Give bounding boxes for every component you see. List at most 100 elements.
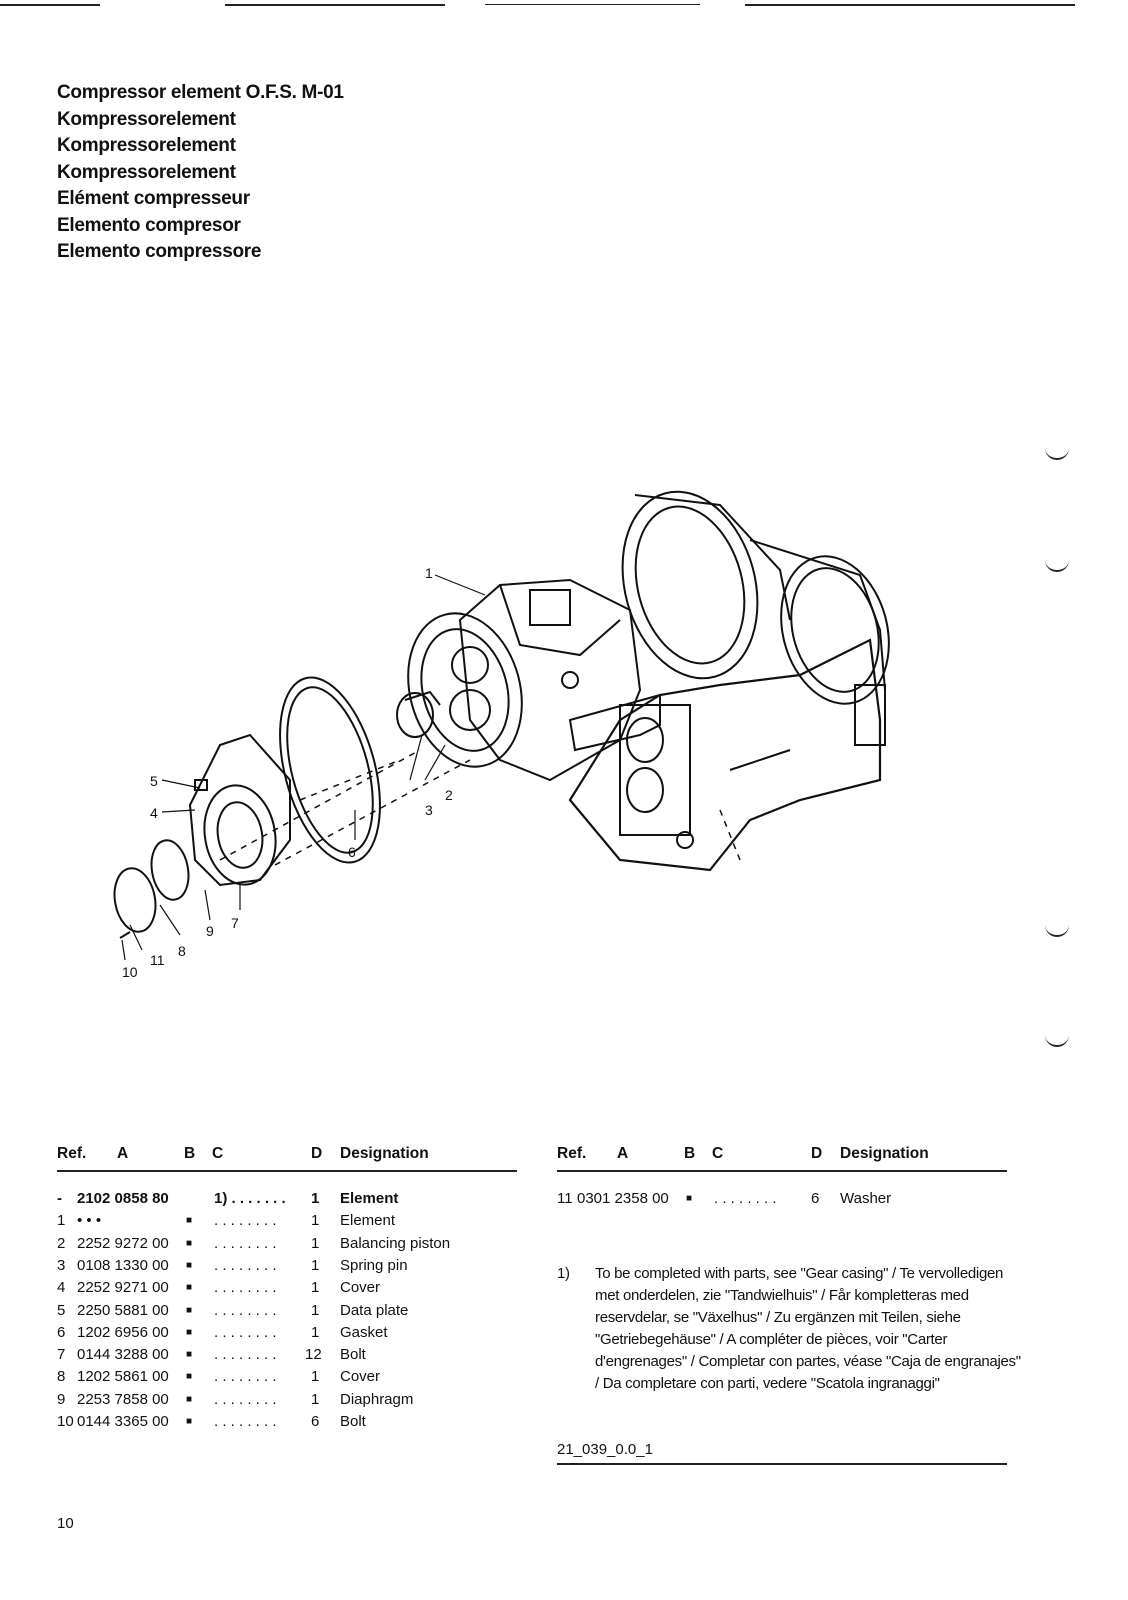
row-part-number: 0144 3365 00 bbox=[77, 1413, 169, 1430]
row-designation: Washer bbox=[840, 1190, 892, 1207]
row-part-number: • • • bbox=[77, 1212, 102, 1230]
row-b-mark: ■ bbox=[186, 1416, 193, 1427]
row-designation: Bolt bbox=[340, 1346, 366, 1364]
row-part-number: 2252 9272 00 bbox=[77, 1234, 169, 1252]
row-designation: Spring pin bbox=[340, 1256, 408, 1274]
title-english: Compressor element O.F.S. M-01 bbox=[57, 82, 344, 103]
row-c-dots: . . . . . . . . bbox=[214, 1323, 277, 1341]
row-b-mark: ■ bbox=[186, 1304, 193, 1316]
row-part-number: 2252 9271 00 bbox=[77, 1279, 169, 1297]
left-header-c: C bbox=[212, 1145, 224, 1162]
row-b-mark: ■ bbox=[186, 1371, 193, 1383]
callout-8: 8 bbox=[178, 943, 186, 959]
row-quantity: 1 bbox=[311, 1190, 320, 1207]
row-c-dots: . . . . . . . . bbox=[214, 1256, 277, 1274]
row-c-dots: . . . . . . . . bbox=[214, 1234, 277, 1252]
title-spanish: Elemento compresor bbox=[57, 214, 241, 236]
left-header-a: A bbox=[117, 1145, 129, 1162]
right-header-ref: Ref. bbox=[557, 1145, 587, 1162]
row-ref: 6 bbox=[57, 1323, 66, 1341]
callout-2: 2 bbox=[445, 787, 453, 803]
row-c-dots: . . . . . . . . bbox=[214, 1212, 277, 1230]
right-header-rule bbox=[557, 1170, 1007, 1172]
row-designation: Data plate bbox=[340, 1301, 409, 1319]
row-ref: 7 bbox=[57, 1346, 66, 1364]
right-header-designation: Designation bbox=[840, 1145, 929, 1162]
callout-3: 3 bbox=[425, 802, 433, 818]
row-c-dots: . . . . . . . . bbox=[214, 1390, 277, 1408]
row-b-mark: ■ bbox=[186, 1393, 193, 1405]
binding-mark bbox=[1045, 560, 1069, 572]
row-b-mark: ■ bbox=[186, 1215, 193, 1227]
right-header-c: C bbox=[712, 1145, 724, 1162]
row-ref: 11 bbox=[557, 1190, 573, 1207]
row-part-number: 0144 3288 00 bbox=[77, 1346, 169, 1364]
binding-mark bbox=[1045, 1035, 1069, 1047]
row-ref: 1 bbox=[57, 1212, 66, 1230]
row-designation: Bolt bbox=[340, 1413, 366, 1430]
row-designation: Diaphragm bbox=[340, 1390, 414, 1408]
row-part-number: 2253 7858 00 bbox=[77, 1390, 169, 1408]
callout-10: 10 bbox=[122, 964, 138, 980]
callout-4: 4 bbox=[150, 805, 158, 821]
top-rule-1 bbox=[0, 4, 100, 6]
document-code: 21_039_0.0_1 bbox=[557, 1441, 653, 1458]
page-number: 10 bbox=[57, 1515, 74, 1532]
row-designation: Cover bbox=[340, 1368, 381, 1386]
title-block: Compressor element O.F.S. M-01 Kompresso… bbox=[57, 80, 344, 266]
row-designation: Element bbox=[340, 1190, 399, 1207]
callout-7: 7 bbox=[231, 915, 239, 931]
gasket-part bbox=[279, 676, 381, 864]
row-c-dots: . . . . . . . . bbox=[714, 1190, 777, 1207]
row-part-number: 1202 5861 00 bbox=[77, 1368, 169, 1386]
compressor-element-body bbox=[407, 578, 642, 782]
footnote-text: To be completed with parts, see "Gear ca… bbox=[595, 1265, 1021, 1392]
row-part-number: 2102 0858 80 bbox=[77, 1190, 169, 1207]
row-quantity: 1 bbox=[311, 1368, 320, 1386]
row-b-mark: ■ bbox=[686, 1193, 693, 1204]
row-c-dots: . . . . . . . . bbox=[214, 1413, 277, 1430]
row-b-mark: ■ bbox=[186, 1237, 193, 1249]
title-german: Kompressorelement bbox=[57, 161, 236, 183]
right-header-d: D bbox=[811, 1145, 823, 1162]
left-header-b: B bbox=[184, 1145, 196, 1162]
diaphragm-part bbox=[150, 839, 190, 901]
row-quantity: 1 bbox=[311, 1234, 320, 1252]
footnote-number: 1) bbox=[557, 1265, 570, 1282]
row-ref: 10 bbox=[57, 1413, 74, 1430]
row-part-number: 1202 6956 00 bbox=[77, 1323, 169, 1341]
exploded-view-drawing: 1 2 3 4 5 6 7 8 9 10 11 bbox=[113, 490, 890, 980]
left-header-ref: Ref. bbox=[57, 1145, 87, 1162]
row-designation: Gasket bbox=[340, 1323, 388, 1341]
row-quantity: 1 bbox=[311, 1301, 320, 1319]
row-c-dots: . . . . . . . . bbox=[214, 1279, 277, 1297]
row-c-dots: 1) . . . . . . . bbox=[214, 1190, 286, 1207]
binding-mark bbox=[1045, 448, 1069, 460]
callout-5: 5 bbox=[150, 773, 158, 789]
row-part-number: 0301 2358 00 bbox=[577, 1190, 669, 1207]
row-part-number: 2250 5881 00 bbox=[77, 1301, 169, 1319]
row-quantity: 1 bbox=[311, 1256, 320, 1274]
title-swedish: Kompressorelement bbox=[57, 135, 236, 156]
row-quantity: 1 bbox=[311, 1212, 320, 1230]
right-header-b: B bbox=[684, 1145, 696, 1162]
callout-11: 11 bbox=[150, 952, 165, 968]
title-dutch: Kompressorelement bbox=[57, 108, 236, 130]
row-ref: 4 bbox=[57, 1279, 66, 1297]
assembly-lines bbox=[219, 749, 741, 866]
row-quantity: 6 bbox=[311, 1413, 320, 1430]
top-rule-2 bbox=[225, 4, 445, 6]
row-ref: - bbox=[57, 1190, 62, 1207]
row-ref: 8 bbox=[57, 1368, 66, 1386]
left-header-rule bbox=[57, 1170, 517, 1172]
row-b-mark: ■ bbox=[186, 1259, 193, 1271]
row-quantity: 6 bbox=[811, 1190, 820, 1207]
title-italian: Elemento compressore bbox=[57, 241, 262, 262]
row-designation: Element bbox=[340, 1212, 396, 1230]
small-cover-part bbox=[113, 867, 157, 939]
row-designation: Balancing piston bbox=[340, 1234, 451, 1252]
row-part-number: 0108 1330 00 bbox=[77, 1256, 169, 1274]
row-b-mark: ■ bbox=[186, 1349, 193, 1361]
row-quantity: 1 bbox=[311, 1390, 320, 1408]
left-header-d: D bbox=[311, 1145, 323, 1162]
